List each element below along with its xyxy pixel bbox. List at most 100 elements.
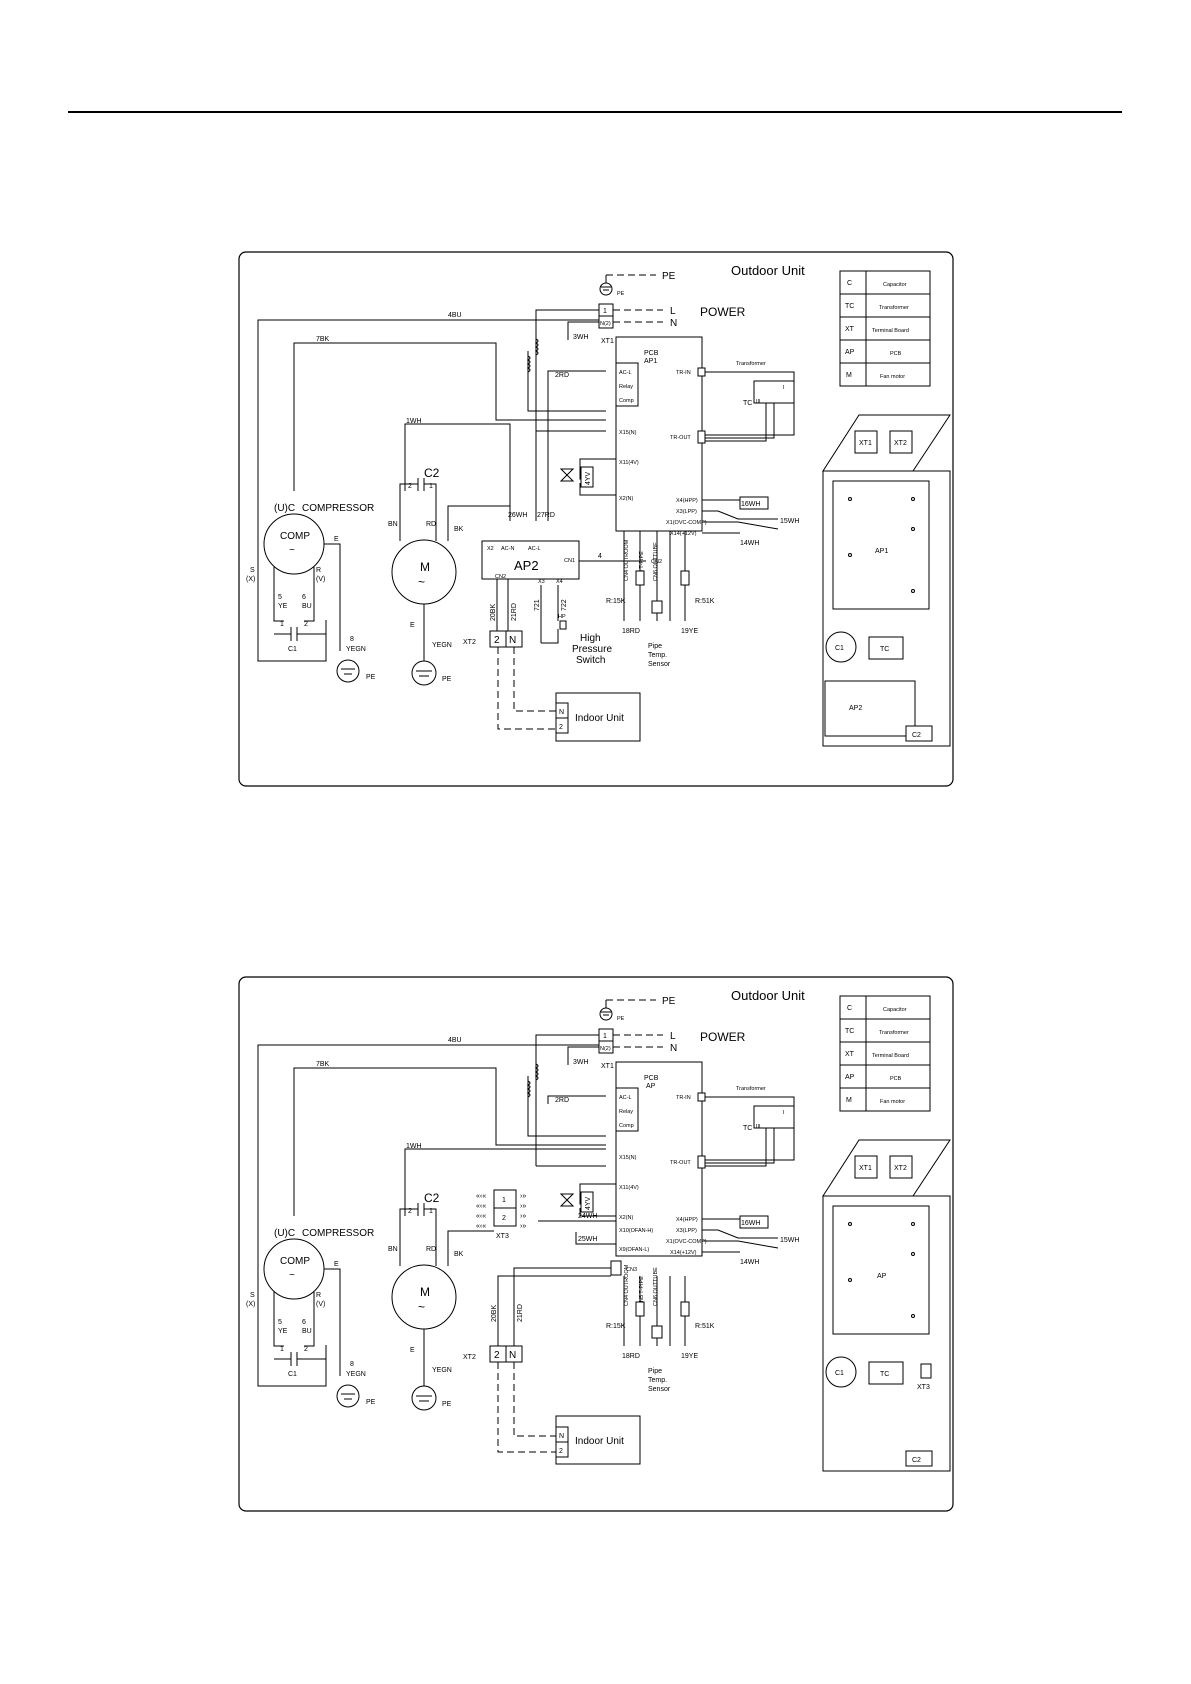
arrow-glyph: «‹« <box>476 1193 486 1200</box>
layout-tc <box>868 636 904 660</box>
layout-tc-label: TC <box>880 646 889 653</box>
wire-18rd: 18RD <box>622 628 640 635</box>
wire-rd: RD <box>426 521 436 528</box>
x10-label: X10(OFAN-H) <box>619 1228 653 1234</box>
xt1-t2: N(2) <box>600 321 611 327</box>
xt2-indoor: 20BK 21RD 2 N XT2 N 2 Indoor Unit <box>463 1267 641 1465</box>
x14-label: X14(+12V) <box>670 1250 697 1256</box>
pe-label: PE <box>662 996 676 1007</box>
ground-symbol <box>336 1384 360 1408</box>
arrow-glyph: ›» <box>520 1213 526 1220</box>
temp-label: Temp. <box>648 1377 667 1384</box>
c2-pin: 1 <box>429 1208 433 1215</box>
compressor: (U)C COMPRESSOR COMP ~ E 8 YEGN PE S (X)… <box>246 503 376 683</box>
layout-xt2: XT2 <box>894 1165 907 1172</box>
switch-label: Switch <box>576 655 605 666</box>
layout-xt1-box <box>854 430 878 454</box>
pe-small-label: PE <box>617 291 625 297</box>
legend-desc: PCB <box>890 351 902 357</box>
xt2-label: XT2 <box>463 639 476 646</box>
pe-label: PE <box>662 271 676 282</box>
relay-comp: Comp <box>619 398 634 404</box>
wire-8: 8 <box>350 636 354 643</box>
wire-6: 6 <box>302 594 306 601</box>
legend-desc: Fan motor <box>880 1099 905 1105</box>
x9-label: X9(OFAN-L) <box>619 1247 649 1253</box>
sensor-wires: 16WH 15WH 14WH <box>702 1215 799 1266</box>
xt1-t1: 1 <box>603 308 607 315</box>
4yv-valve: 4YV <box>559 458 616 496</box>
ap2-cn1: CN1 <box>564 558 575 564</box>
legend-desc: Transformer <box>879 1030 909 1036</box>
motor-m-label: M <box>420 1285 430 1299</box>
motor-e-label: E <box>410 1347 415 1354</box>
wire-14wh: 14WH <box>740 540 759 547</box>
4yv-label: 4YV <box>585 1196 592 1210</box>
xt2-2: 2 <box>494 1350 500 1361</box>
wire-24wh: 24WH <box>578 1213 597 1220</box>
tc-winding: I <box>783 385 785 391</box>
relay-label: Relay <box>619 1109 633 1115</box>
temp-sensors: R:15K 18RD Pipe Temp. Sensor R:51K 19YE <box>606 531 715 668</box>
wire-722: 722 <box>561 599 568 611</box>
layout-top-panel <box>822 1139 951 1197</box>
outdoor-unit-title: Outdoor Unit <box>731 988 805 1003</box>
wire-6: 6 <box>302 1319 306 1326</box>
tc-winding: I <box>783 1110 785 1116</box>
comp-yegn: YEGN <box>346 1371 366 1378</box>
xt1-t1: 1 <box>603 1033 607 1040</box>
r51k-label: R:51K <box>695 598 715 605</box>
outdoor-unit-title: Outdoor Unit <box>731 263 805 278</box>
wire-2rd: 2RD <box>555 1097 569 1104</box>
c1-label: C1 <box>288 646 297 653</box>
ap2-board: 26WH 27RD X2 AC-N AC-L AP2 CN1 4 CN2 CN2… <box>463 512 662 742</box>
compressor-circle <box>263 1238 325 1300</box>
pressure-label: Pressure <box>572 644 612 655</box>
power-label: POWER <box>700 1030 746 1044</box>
wiring-diagram-1-svg: Outdoor Unit C Capacitor TC Transformer … <box>238 251 954 787</box>
fan-motor: C2 2 1 BN RD BK M ~ E YEGN PE <box>388 466 510 686</box>
ac-symbol: ~ <box>418 1300 425 1314</box>
legend-code: M <box>846 1097 852 1104</box>
ap2-acl: AC-L <box>528 546 541 552</box>
c2-label: C2 <box>424 1191 440 1205</box>
x14-label: X14(+12V) <box>670 531 697 537</box>
comp-r: R <box>316 567 321 574</box>
wire-20bk: 20BK <box>491 1305 498 1322</box>
layout-c1 <box>825 1356 857 1388</box>
layout-xt2: XT2 <box>894 440 907 447</box>
layout-xt1: XT1 <box>859 1165 872 1172</box>
relay-label: Relay <box>619 384 633 390</box>
x2n-label: X2(N) <box>619 496 634 502</box>
pcb-id: AP1 <box>644 358 657 365</box>
xt2-label: XT2 <box>463 1354 476 1361</box>
wire-19ye: 19YE <box>681 628 698 635</box>
diagram-frame <box>238 251 954 787</box>
c2-pin: 2 <box>408 1208 412 1215</box>
wire-8: 8 <box>350 1361 354 1368</box>
c2-label: C2 <box>424 466 440 480</box>
motor-yegn: YEGN <box>432 1367 452 1374</box>
comp-label: COMP <box>280 1256 310 1267</box>
compressor-uc: (U)C <box>274 1228 295 1239</box>
wire-bk: BK <box>454 526 464 533</box>
relay-acl: AC-L <box>619 370 632 376</box>
wiring-diagram-2-svg: Outdoor Unit C Capacitor TC Transformer … <box>238 976 954 1512</box>
arrow-glyph: ›» <box>520 1193 526 1200</box>
layout-tc-label: TC <box>880 1371 889 1378</box>
wire-15wh: 15WH <box>780 518 799 525</box>
pcb-id: AP <box>646 1083 656 1090</box>
legend-code: XT <box>845 326 855 333</box>
indoor-unit-label: Indoor Unit <box>575 713 624 724</box>
compressor-title: COMPRESSOR <box>302 503 374 514</box>
4yv-label: 4YV <box>585 471 592 485</box>
wire-4bu: 4BU <box>448 1037 462 1044</box>
ground-symbol <box>411 660 437 686</box>
power-supply: PE PE 1 N(2) L N POWER XT1 <box>598 271 746 345</box>
x4-label: X4(HPP) <box>676 1217 698 1223</box>
wire-4bu: 4BU <box>448 312 462 319</box>
power-label: POWER <box>700 305 746 319</box>
comp-sx: (X) <box>246 576 255 583</box>
wire-721: 721 <box>534 599 541 611</box>
indoor-unit-box <box>555 1415 641 1465</box>
